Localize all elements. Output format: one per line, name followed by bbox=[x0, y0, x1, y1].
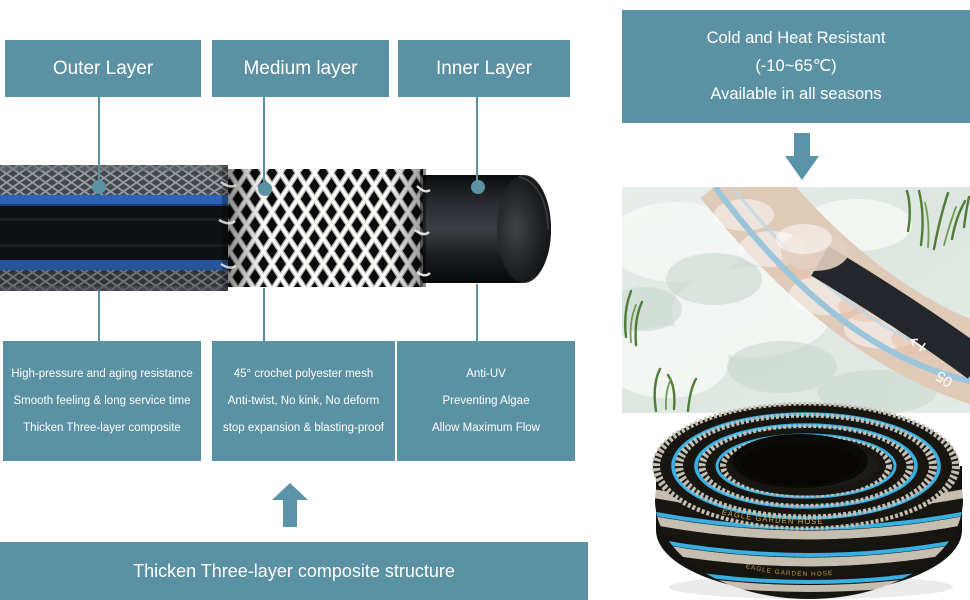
detail-line: 45° crochet polyester mesh bbox=[233, 368, 374, 380]
inner-layer-callout: Inner Layer bbox=[398, 40, 570, 97]
hose-inner-layer-segment bbox=[414, 169, 551, 287]
inner-layer-pointer-dot bbox=[471, 180, 485, 194]
medium-layer-connector-bottom bbox=[263, 288, 265, 341]
medium-layer-pointer-dot bbox=[258, 182, 272, 196]
weather-panel-line: (-10~65℃) bbox=[755, 57, 837, 75]
detail-line: Allow Maximum Flow bbox=[432, 422, 540, 434]
detail-line: Preventing Algae bbox=[442, 395, 530, 407]
outer-layer-details-box: High-pressure and aging resistance Smoot… bbox=[3, 341, 201, 461]
inner-layer-details-box: Anti-UV Preventing Algae Allow Maximum F… bbox=[397, 341, 575, 461]
hose-cross-section-illustration bbox=[0, 165, 551, 291]
up-arrow-icon bbox=[272, 483, 308, 527]
inner-layer-connector-top bbox=[476, 97, 478, 186]
detail-line: stop expansion & blasting-proof bbox=[222, 422, 385, 434]
down-arrow-icon bbox=[785, 133, 819, 180]
hose-outer-layer-segment bbox=[0, 165, 237, 291]
outer-layer-connector-bottom bbox=[98, 291, 100, 341]
bottom-banner: Thicken Three-layer composite structure bbox=[0, 542, 588, 600]
detail-line: High-pressure and aging resistance bbox=[11, 368, 193, 380]
ice-texture bbox=[622, 199, 937, 413]
hose-arrow-marking bbox=[910, 338, 927, 352]
weather-panel-line: Cold and Heat Resistant bbox=[706, 29, 886, 47]
grass-blades bbox=[623, 189, 970, 413]
medium-layer-callout: Medium layer bbox=[212, 40, 389, 97]
detail-line: Anti-twist, No kink, No deform bbox=[227, 395, 380, 407]
grass-blades-light bbox=[629, 202, 957, 410]
outer-layer-pointer-dot bbox=[92, 180, 106, 194]
medium-layer-details-box: 45° crochet polyester mesh Anti-twist, N… bbox=[212, 341, 395, 461]
weather-panel-line: Available in all seasons bbox=[710, 85, 882, 103]
outer-layer-callout: Outer Layer bbox=[5, 40, 201, 97]
ice-hose-marking: 05 bbox=[933, 367, 956, 390]
frozen-hose-band: 05 bbox=[700, 187, 970, 405]
detail-line: Thicken Three-layer composite bbox=[23, 422, 181, 434]
detail-line: Anti-UV bbox=[466, 368, 506, 380]
coiled-hose-photo: EAGLE GARDEN HOSE EAGLE GARDEN HOSE bbox=[652, 402, 963, 599]
detail-line: Smooth feeling & long service time bbox=[13, 395, 191, 407]
weather-resistance-panel: Cold and Heat Resistant (-10~65℃) Availa… bbox=[622, 10, 970, 123]
coil-top-rings bbox=[652, 402, 960, 530]
inner-layer-connector-bottom bbox=[476, 284, 478, 341]
outer-layer-connector-top bbox=[98, 97, 100, 186]
frozen-hose-photo: 05 bbox=[622, 187, 970, 413]
medium-layer-connector-top bbox=[263, 97, 265, 188]
